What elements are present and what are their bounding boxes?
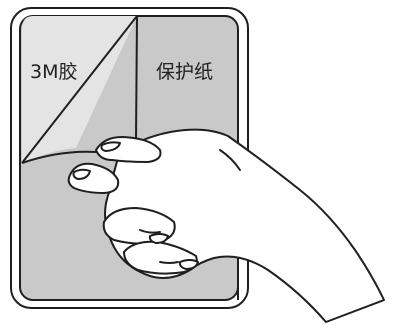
hand-crease-2: [160, 262, 178, 263]
peeled-flap-edge: [136, 16, 137, 140]
protective-paper-label: 保护纸: [156, 61, 213, 83]
adhesive-label: 3M胶: [30, 61, 77, 83]
